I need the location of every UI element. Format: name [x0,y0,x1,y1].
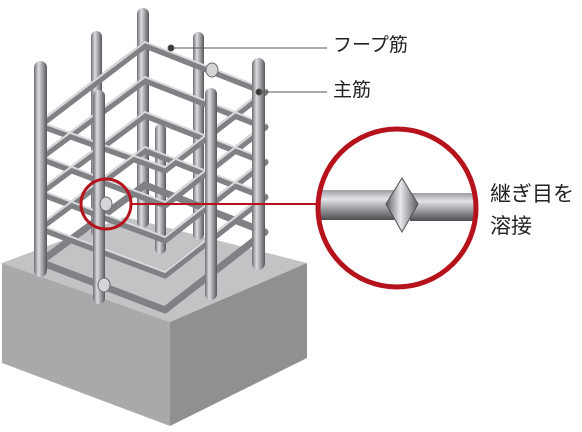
magnified-view [315,126,479,290]
main-bar [34,61,47,277]
label-weld-note: 継ぎ目を 溶接 [490,178,574,242]
label-leaders [167,44,327,96]
weld-joint [97,277,111,293]
zoom-weld-bead [385,177,419,234]
main-bar [93,90,105,304]
label-weld-note-line1: 継ぎ目を [490,182,574,206]
footing-left [2,263,170,426]
label-weld-note-line2: 溶接 [490,214,532,238]
footing-right [170,263,307,426]
detail-callout [79,177,318,231]
main-bar [252,58,265,270]
detail-circle-large [315,126,479,290]
label-main-bar: 主筋 [333,79,372,101]
zoom-bar-right [410,193,476,221]
weld-joints [97,62,219,293]
zoom-bar-left [318,190,394,220]
main-bar [205,88,217,300]
weld-joint [99,196,113,212]
weld-joint [205,62,219,78]
main-bars-front [34,58,265,304]
label-hoop-bar: フープ筋 [333,34,408,56]
